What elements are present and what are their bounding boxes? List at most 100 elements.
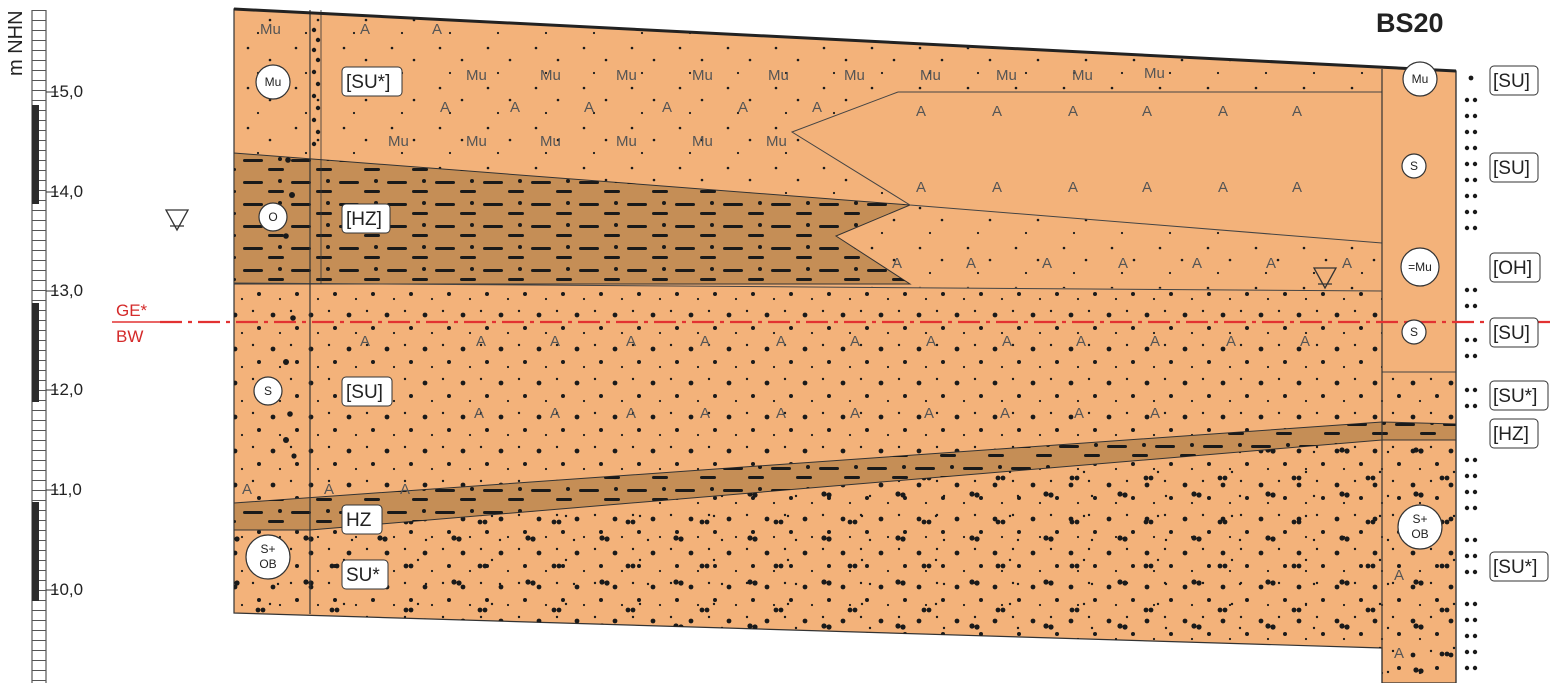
soil-tag: [SU] xyxy=(1493,71,1530,92)
svg-text:Mu: Mu xyxy=(996,67,1017,84)
left-column-marks xyxy=(283,27,321,459)
soil-tag: [SU*] xyxy=(346,72,390,93)
soil-code-top: S+ xyxy=(260,542,275,556)
svg-text:Mu: Mu xyxy=(692,67,713,84)
svg-text:A: A xyxy=(892,255,902,272)
soil-code: S xyxy=(1410,325,1418,339)
right-column-marks xyxy=(1464,75,1478,671)
svg-text:A: A xyxy=(440,99,450,116)
svg-text:A: A xyxy=(1192,255,1202,272)
water-level-icon xyxy=(1312,267,1338,290)
tick-label: 13,0 xyxy=(50,281,83,300)
svg-text:A: A xyxy=(1292,179,1302,196)
svg-text:A: A xyxy=(1266,255,1276,272)
borehole-title: BS20 xyxy=(1376,8,1444,38)
svg-text:A: A xyxy=(700,405,710,422)
svg-text:A: A xyxy=(1000,405,1010,422)
svg-text:A: A xyxy=(1042,255,1052,272)
soil-tag: SU* xyxy=(346,565,380,586)
svg-text:A: A xyxy=(1076,333,1086,350)
soil-code-bottom: OB xyxy=(1411,527,1428,541)
svg-text:A: A xyxy=(1342,255,1352,272)
svg-text:A: A xyxy=(1394,567,1404,584)
soil-tag: [SU*] xyxy=(1493,386,1537,407)
svg-text:A: A xyxy=(584,99,594,116)
svg-text:A: A xyxy=(992,179,1002,196)
svg-text:A: A xyxy=(360,21,370,38)
ruler-band xyxy=(32,105,39,204)
svg-text:Mu: Mu xyxy=(540,67,561,84)
soil-tag: [SU*] xyxy=(1493,557,1537,578)
ruler-band xyxy=(32,502,39,601)
svg-text:A: A xyxy=(1150,333,1160,350)
svg-text:A: A xyxy=(1218,179,1228,196)
svg-text:Mu: Mu xyxy=(844,67,865,84)
svg-text:A: A xyxy=(550,333,560,350)
svg-text:A: A xyxy=(738,99,748,116)
svg-text:Mu: Mu xyxy=(692,133,713,150)
svg-text:A: A xyxy=(1292,103,1302,120)
soil-tag: [HZ] xyxy=(346,209,382,230)
svg-text:Mu: Mu xyxy=(766,133,787,150)
svg-text:A: A xyxy=(776,333,786,350)
svg-text:A: A xyxy=(850,405,860,422)
soil-section xyxy=(233,7,1457,683)
svg-text:A: A xyxy=(1068,179,1078,196)
svg-text:A: A xyxy=(926,333,936,350)
svg-text:A: A xyxy=(476,333,486,350)
soil-code: S xyxy=(264,384,272,398)
svg-text:A: A xyxy=(1142,103,1152,120)
soil-tag: HZ xyxy=(346,510,372,531)
svg-text:Mu: Mu xyxy=(920,67,941,84)
svg-text:Mu: Mu xyxy=(540,133,561,150)
soil-code: S xyxy=(1410,159,1418,173)
axis-unit-label: m NHN xyxy=(5,10,27,76)
tick-label: 14,0 xyxy=(50,182,83,201)
svg-text:A: A xyxy=(916,179,926,196)
soil-code: Mu xyxy=(265,75,282,89)
svg-text:A: A xyxy=(1074,405,1084,422)
tick-label: 11,0 xyxy=(50,480,82,499)
soil-code-top: S+ xyxy=(1412,512,1427,526)
svg-text:A: A xyxy=(432,21,442,38)
svg-text:Mu: Mu xyxy=(260,21,281,38)
elevation-ruler xyxy=(31,10,58,683)
svg-text:A: A xyxy=(1394,645,1404,662)
soil-code: O xyxy=(268,210,277,224)
svg-text:A: A xyxy=(550,405,560,422)
soil-tag: [SU] xyxy=(346,382,383,403)
svg-text:Mu: Mu xyxy=(616,67,637,84)
svg-text:A: A xyxy=(812,99,822,116)
svg-text:A: A xyxy=(626,405,636,422)
water-level-icon xyxy=(164,209,190,232)
svg-text:Mu: Mu xyxy=(1072,67,1093,84)
svg-text:A: A xyxy=(360,333,370,350)
right-tags: [SU] [SU] [OH] [SU] [SU*] [HZ] [SU*] xyxy=(1489,65,1549,582)
svg-text:Mu: Mu xyxy=(616,133,637,150)
svg-text:A: A xyxy=(700,333,710,350)
svg-text:A: A xyxy=(510,99,520,116)
svg-text:A: A xyxy=(1300,333,1310,350)
svg-text:A: A xyxy=(1150,405,1160,422)
svg-text:A: A xyxy=(776,405,786,422)
svg-text:A: A xyxy=(662,99,672,116)
left-code-circles: Mu O S S+ OB xyxy=(245,64,291,580)
svg-text:A: A xyxy=(324,481,334,498)
svg-text:A: A xyxy=(474,405,484,422)
reference-label-bottom: BW xyxy=(116,327,143,346)
soil-tag: [SU] xyxy=(1493,323,1530,344)
soil-code: Mu xyxy=(1412,72,1429,86)
svg-text:A: A xyxy=(992,103,1002,120)
svg-text:A: A xyxy=(242,481,252,498)
soil-code-bottom: OB xyxy=(259,557,276,571)
svg-text:Mu: Mu xyxy=(466,133,487,150)
reference-label-top: GE* xyxy=(116,301,148,320)
svg-text:A: A xyxy=(626,333,636,350)
ruler-band xyxy=(32,303,39,402)
svg-text:A: A xyxy=(1068,103,1078,120)
right-code-circles: Mu S =Mu S S+ OB xyxy=(1397,61,1443,550)
svg-text:Mu: Mu xyxy=(466,67,487,84)
left-tags: [SU*] [HZ] [SU] HZ SU* xyxy=(341,66,403,590)
svg-text:A: A xyxy=(400,481,410,498)
